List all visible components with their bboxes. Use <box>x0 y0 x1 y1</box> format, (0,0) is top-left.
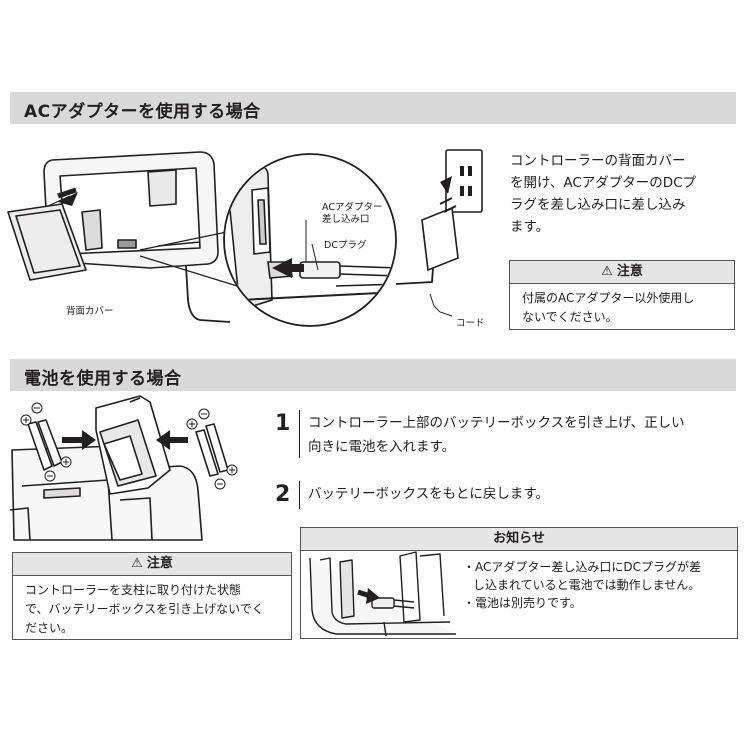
notice-header: お知らせ <box>301 528 737 551</box>
battery-section-title: 電池を使用する場合 <box>24 369 182 389</box>
battery-section-header: 電池を使用する場合 <box>10 359 736 391</box>
battery-caution-line: コントローラーを支柱に取り付けた状態 <box>25 583 242 597</box>
step-2-divider <box>299 481 301 509</box>
step-2-text: バッテリーボックスをもとに戻します。 <box>308 482 738 506</box>
step-1-line: コントローラー上部のバッテリーボックスを引き上げ、正しい <box>308 415 685 431</box>
ac-section-title: ACアダプターを使用する場合 <box>24 102 261 122</box>
ac-description: コントローラーの背面カバー を開け、ACアダプターのDCプ ラグを差し込み口に差… <box>510 150 738 238</box>
warning-triangle-icon: ⚠ <box>601 264 613 279</box>
battery-caution-header: ⚠注意 <box>13 553 291 576</box>
back-cover-label: 背面カバー <box>66 306 114 317</box>
ac-description-line: ラグを差し込み口に差し込み <box>510 197 686 213</box>
ac-caution-body: 付属のACアダプター以外使用し ないでください。 <box>522 289 726 327</box>
step-1-line: 向きに電池を入れます。 <box>308 439 456 455</box>
ac-inlet-label-line1: ACアダプター <box>322 202 383 213</box>
battery-caution-box: ⚠注意 コントローラーを支柱に取り付けた状態 で、バッテリーボックスを引き上げな… <box>12 552 292 640</box>
notice-body: ・ACアダプター差し込み口にDCプラグが差 し込まれていると電池では動作しません… <box>463 558 733 612</box>
step-1-text: コントローラー上部のバッテリーボックスを引き上げ、正しい 向きに電池を入れます。 <box>308 411 738 459</box>
battery-caution-title: 注意 <box>146 556 173 571</box>
notice-title: お知らせ <box>493 531 545 546</box>
arrow-icon <box>440 176 452 194</box>
ac-caution-title: 注意 <box>616 264 643 279</box>
step-1-divider <box>299 410 301 458</box>
battery-caution-line: ださい。 <box>25 621 74 635</box>
ac-caution-line: ないでください。 <box>522 310 618 324</box>
cord-label: コード <box>456 318 485 329</box>
battery-caution-body: コントローラーを支柱に取り付けた状態 で、バッテリーボックスを引き上げないでく … <box>25 581 283 638</box>
step-2-line: バッテリーボックスをもとに戻します。 <box>308 486 549 502</box>
arrow-icon <box>272 258 292 278</box>
ac-description-line: ます。 <box>510 219 550 235</box>
arrow-icon <box>82 430 96 450</box>
battery-caution-line: で、バッテリーボックスを引き上げないでく <box>25 602 264 616</box>
notice-line: ・ACアダプター差し込み口にDCプラグが差 <box>463 560 701 574</box>
ac-section-header: ACアダプターを使用する場合 <box>10 92 736 124</box>
ac-inlet-label-line2: 差し込み口 <box>322 214 370 225</box>
step-2-number: 2 <box>275 482 291 507</box>
notice-line: し込まれていると電池では動作しません。 <box>473 578 701 592</box>
warning-triangle-icon: ⚠ <box>131 556 143 571</box>
notice-line: ・電池は別売りです。 <box>463 596 582 610</box>
arrow-icon <box>58 192 78 206</box>
ac-description-line: を開け、ACアダプターのDCプ <box>510 175 697 191</box>
ac-caution-header: ⚠注意 <box>510 261 734 284</box>
dc-plug-label: DCプラグ <box>324 240 367 251</box>
step-1-number: 1 <box>275 411 291 436</box>
arrow-icon <box>366 588 380 604</box>
ac-caution-line: 付属のACアダプター以外使用し <box>522 291 695 305</box>
ac-caution-box: ⚠注意 付属のACアダプター以外使用し ないでください。 <box>509 260 735 330</box>
arrow-icon <box>156 430 170 450</box>
ac-description-line: コントローラーの背面カバー <box>510 153 686 169</box>
